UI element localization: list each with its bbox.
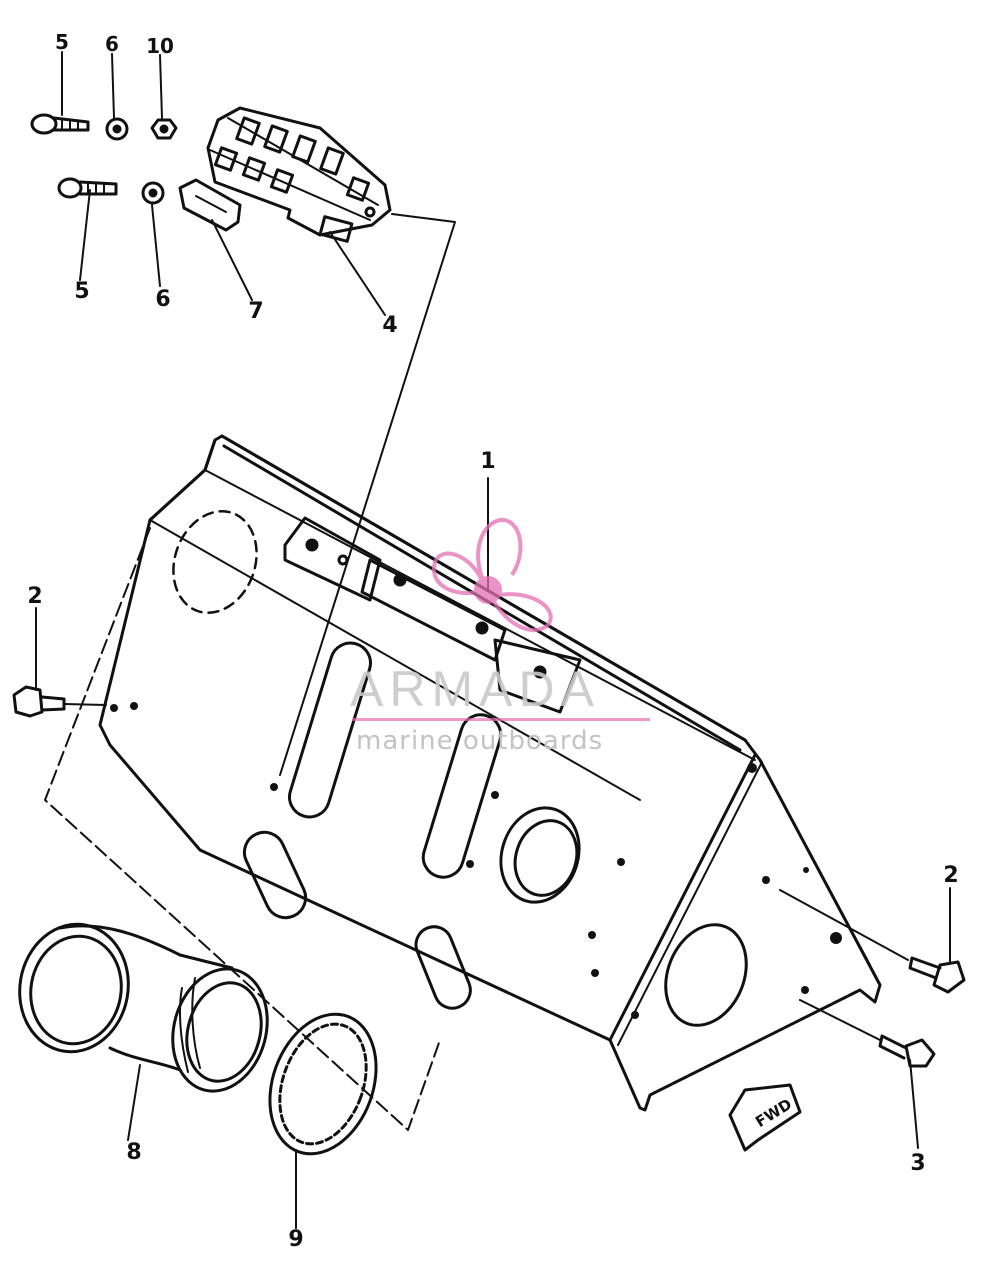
terminal-clip [178, 178, 242, 232]
bolt-right [908, 956, 966, 994]
callout-2-left: 2 [27, 584, 43, 609]
screw-lower [57, 177, 118, 199]
watermark-tagline: marine outboards [356, 726, 604, 756]
nut [150, 118, 178, 140]
intake-duct [18, 922, 269, 1093]
gasket-ring [268, 1012, 378, 1156]
panel-holes [110, 702, 842, 1019]
armada-logo [431, 517, 553, 632]
washer-top [105, 117, 129, 141]
watermark-brand: ARMADA [350, 661, 600, 717]
dashed-opening [172, 510, 258, 614]
callout-6-top: 6 [105, 32, 119, 56]
washer-lower [141, 181, 165, 205]
callout-5-top: 5 [55, 30, 69, 54]
panel-openings [499, 806, 748, 1027]
watermark-underline [352, 718, 650, 721]
fwd-arrow [728, 1083, 802, 1152]
callout-3: 3 [910, 1151, 926, 1176]
panel-slots [242, 641, 503, 1010]
callout-6-lower: 6 [155, 287, 171, 312]
callout-7: 7 [248, 299, 264, 324]
callout-2-right: 2 [943, 863, 959, 888]
bolt-lower-right [878, 1034, 936, 1068]
bolt-left [12, 685, 66, 718]
mounting-bracket [283, 516, 582, 714]
callout-1: 1 [480, 449, 496, 474]
callout-9: 9 [288, 1227, 304, 1252]
callout-5-lower: 5 [74, 279, 90, 304]
callout-10: 10 [146, 34, 174, 58]
callout-4: 4 [382, 313, 398, 338]
screw-top [30, 113, 90, 135]
terminal-block [206, 106, 392, 243]
callout-8: 8 [126, 1140, 142, 1165]
